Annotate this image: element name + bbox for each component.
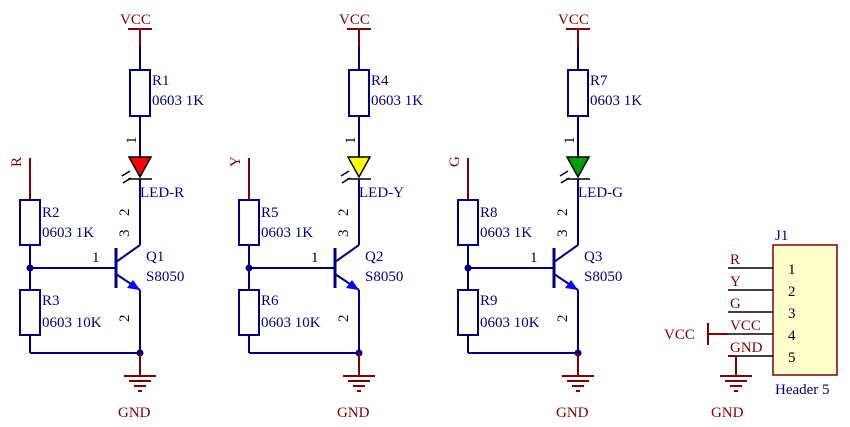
stage-3: VCC R7 0603 1K 1 LED-G 2 3 G R8 0603 1K … xyxy=(447,12,642,421)
header-ref: J1 xyxy=(775,228,788,244)
r6-ref: R6 xyxy=(261,293,279,309)
r5-ref: R5 xyxy=(261,205,279,221)
resistor-r1 xyxy=(129,69,151,117)
header-vcc-label: VCC xyxy=(664,327,695,343)
pin-number: 3 xyxy=(555,230,571,238)
resistor-r9 xyxy=(457,289,479,336)
net-label: Y xyxy=(228,156,244,167)
led-label: LED-R xyxy=(140,185,184,201)
header-net-r: R xyxy=(730,252,740,268)
pin-number: 1 xyxy=(124,137,140,145)
net-label: R xyxy=(9,157,25,167)
pin-number: 1 xyxy=(343,137,359,145)
r2-value: 0603 1K xyxy=(42,225,94,241)
q-value: S8050 xyxy=(584,269,622,285)
pin-number: 2 xyxy=(555,209,571,217)
r4-value: 0603 1K xyxy=(371,93,423,109)
r2-ref: R2 xyxy=(42,205,60,221)
led-ray xyxy=(341,177,351,184)
header-pin-5: 5 xyxy=(788,350,796,366)
r1-value: 0603 1K xyxy=(152,93,204,109)
pin-number: 3 xyxy=(336,230,352,238)
header-name: Header 5 xyxy=(775,382,830,398)
header-body xyxy=(772,244,838,376)
header-j1: J1 1 2 3 4 5 Header 5 R Y G VCC GND VCC … xyxy=(664,228,838,421)
r3-value: 0603 10K xyxy=(42,315,102,331)
pin-number: 2 xyxy=(336,209,352,217)
led-ray xyxy=(560,177,570,184)
led-icon xyxy=(346,156,372,179)
resistor-r8 xyxy=(457,199,479,246)
header-net-y: Y xyxy=(730,274,741,290)
led-ray xyxy=(122,177,132,184)
pin-number: 1 xyxy=(311,250,319,266)
header-net-vcc: VCC xyxy=(730,318,761,334)
q-value: S8050 xyxy=(365,269,403,285)
resistor-r2 xyxy=(19,199,41,246)
header-net-gnd: GND xyxy=(730,340,763,356)
r7-ref: R7 xyxy=(590,73,608,89)
r6-value: 0603 10K xyxy=(261,315,321,331)
q-ref: Q3 xyxy=(584,249,602,265)
led-ray xyxy=(121,170,131,177)
pin-number: 2 xyxy=(336,315,352,323)
header-pin-3: 3 xyxy=(788,306,796,322)
r8-value: 0603 1K xyxy=(480,225,532,241)
r7-value: 0603 1K xyxy=(590,93,642,109)
pin-number: 1 xyxy=(562,137,578,145)
led-label: LED-G xyxy=(578,185,623,201)
pin-number: 3 xyxy=(117,230,133,238)
led-ray xyxy=(559,170,569,177)
header-gnd-label: GND xyxy=(711,405,744,421)
vcc-label: VCC xyxy=(120,12,151,28)
emitter-arrow-icon xyxy=(565,280,578,290)
r5-value: 0603 1K xyxy=(261,225,313,241)
resistor-r6 xyxy=(238,289,260,336)
stage-1: VCC R1 0603 1K 1 LED-R 2 3 R R2 0603 1K … xyxy=(9,12,204,421)
led-label: LED-Y xyxy=(359,185,404,201)
r3-ref: R3 xyxy=(42,293,60,309)
r9-ref: R9 xyxy=(480,293,498,309)
pin-number: 1 xyxy=(92,250,100,266)
header-pin-1: 1 xyxy=(788,262,796,278)
resistor-r5 xyxy=(238,199,260,246)
pin-number: 2 xyxy=(117,315,133,323)
pin-number: 1 xyxy=(530,250,538,266)
led-icon xyxy=(127,156,153,179)
led-icon xyxy=(565,156,591,179)
r8-ref: R8 xyxy=(480,205,498,221)
led-ray xyxy=(340,170,350,177)
gnd-label: GND xyxy=(337,405,370,421)
r9-value: 0603 10K xyxy=(480,315,540,331)
q-ref: Q1 xyxy=(146,249,164,265)
resistor-r4 xyxy=(348,69,370,117)
emitter-arrow-icon xyxy=(346,280,359,290)
r1-ref: R1 xyxy=(152,73,170,89)
vcc-label: VCC xyxy=(339,12,370,28)
resistor-r7 xyxy=(567,69,589,117)
vcc-label: VCC xyxy=(558,12,589,28)
q-ref: Q2 xyxy=(365,249,383,265)
emitter-arrow-icon xyxy=(127,280,140,290)
q-value: S8050 xyxy=(146,269,184,285)
gnd-label: GND xyxy=(118,405,151,421)
pin-number: 2 xyxy=(117,209,133,217)
transistor-collector xyxy=(553,244,579,263)
stage-2: VCC R4 0603 1K 1 LED-Y 2 3 Y R5 0603 1K … xyxy=(228,12,423,421)
resistor-r3 xyxy=(19,289,41,336)
header-pin-2: 2 xyxy=(788,284,796,300)
gnd-label: GND xyxy=(556,405,589,421)
transistor-collector xyxy=(115,244,141,263)
header-net-g: G xyxy=(730,296,741,312)
transistor-collector xyxy=(334,244,360,263)
net-label: G xyxy=(447,156,463,167)
r4-ref: R4 xyxy=(371,73,389,89)
header-pin-4: 4 xyxy=(788,328,796,344)
pin-number: 2 xyxy=(555,315,571,323)
